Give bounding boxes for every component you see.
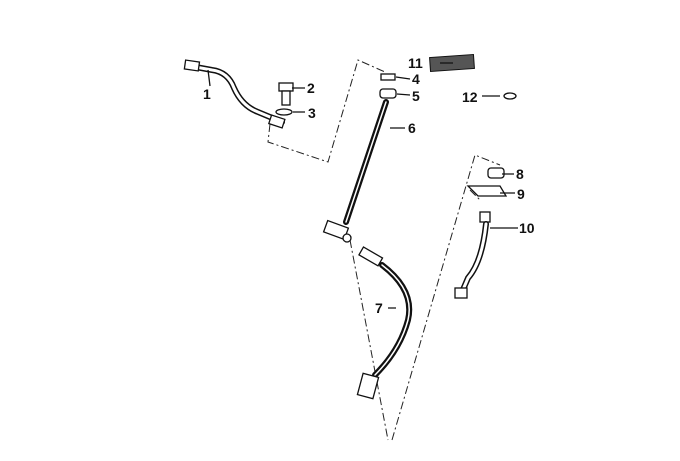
part-3-washer	[275, 108, 293, 116]
part-9-bracket	[466, 185, 508, 197]
part-8-grommet	[487, 167, 505, 179]
label-10: 10	[519, 220, 535, 236]
label-1: 1	[203, 86, 211, 102]
label-11: 11	[408, 55, 423, 71]
label-12: 12	[462, 89, 478, 105]
label-7: 7	[375, 300, 383, 316]
label-8: 8	[516, 166, 524, 182]
part-12-washer	[503, 92, 517, 100]
leader-lines	[207, 62, 518, 309]
part-6-brake-hose	[322, 99, 389, 243]
part-1-brake-line	[183, 59, 286, 129]
label-2: 2	[307, 80, 315, 96]
assembly-line-lower	[349, 154, 501, 441]
assembly-line-upper	[267, 59, 386, 163]
part-4-clip	[380, 73, 396, 81]
part-10-brake-line	[454, 211, 491, 299]
label-3: 3	[308, 105, 316, 121]
part-7-brake-hose	[356, 246, 413, 400]
label-6: 6	[408, 120, 416, 136]
part-2-banjo-bolt	[278, 82, 294, 106]
label-4: 4	[412, 71, 420, 87]
label-9: 9	[517, 186, 525, 202]
part-5-nut	[379, 88, 397, 99]
label-5: 5	[412, 88, 420, 104]
